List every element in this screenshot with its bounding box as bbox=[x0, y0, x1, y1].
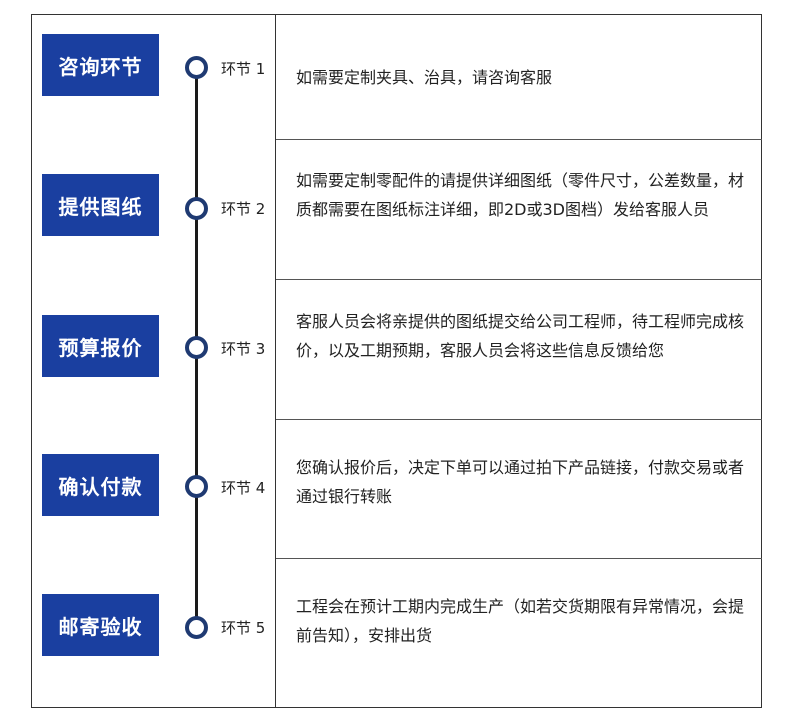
step-label: 环节 1 bbox=[221, 60, 266, 78]
step-description: 工程会在预计工期内完成生产（如若交货期限有异常情况，会提前告知），安排出货 bbox=[296, 597, 745, 645]
column-divider bbox=[275, 14, 276, 708]
step-description: 客服人员会将亲提供的图纸提交给公司工程师，待工程师完成核价，以及工期预期，客服人… bbox=[296, 312, 745, 360]
step-label: 环节 5 bbox=[221, 619, 266, 637]
step-label: 环节 4 bbox=[221, 479, 266, 497]
row-divider bbox=[276, 558, 762, 559]
table-frame bbox=[31, 14, 762, 708]
timeline-dot bbox=[185, 616, 208, 639]
row-divider bbox=[276, 419, 762, 420]
row-divider bbox=[276, 279, 762, 280]
step-description: 您确认报价后，决定下单可以通过拍下产品链接，付款交易或者通过银行转账 bbox=[296, 458, 745, 506]
row-divider bbox=[276, 139, 762, 140]
timeline-dot bbox=[185, 197, 208, 220]
stage-button-consult[interactable]: 咨询环节 bbox=[42, 34, 159, 96]
stage-button-drawings[interactable]: 提供图纸 bbox=[42, 174, 159, 236]
step-label: 环节 2 bbox=[221, 200, 266, 218]
timeline-dot bbox=[185, 336, 208, 359]
step-description: 如需要定制零配件的请提供详细图纸（零件尺寸，公差数量，材质都需要在图纸标注详细，… bbox=[296, 171, 745, 219]
step-label: 环节 3 bbox=[221, 340, 266, 358]
step-description: 如需要定制夹具、治具，请咨询客服 bbox=[296, 68, 553, 87]
stage-button-quote[interactable]: 预算报价 bbox=[42, 315, 159, 377]
stage-button-payment[interactable]: 确认付款 bbox=[42, 454, 159, 516]
timeline-dot bbox=[185, 56, 208, 79]
stage-button-delivery[interactable]: 邮寄验收 bbox=[42, 594, 159, 656]
timeline-dot bbox=[185, 475, 208, 498]
